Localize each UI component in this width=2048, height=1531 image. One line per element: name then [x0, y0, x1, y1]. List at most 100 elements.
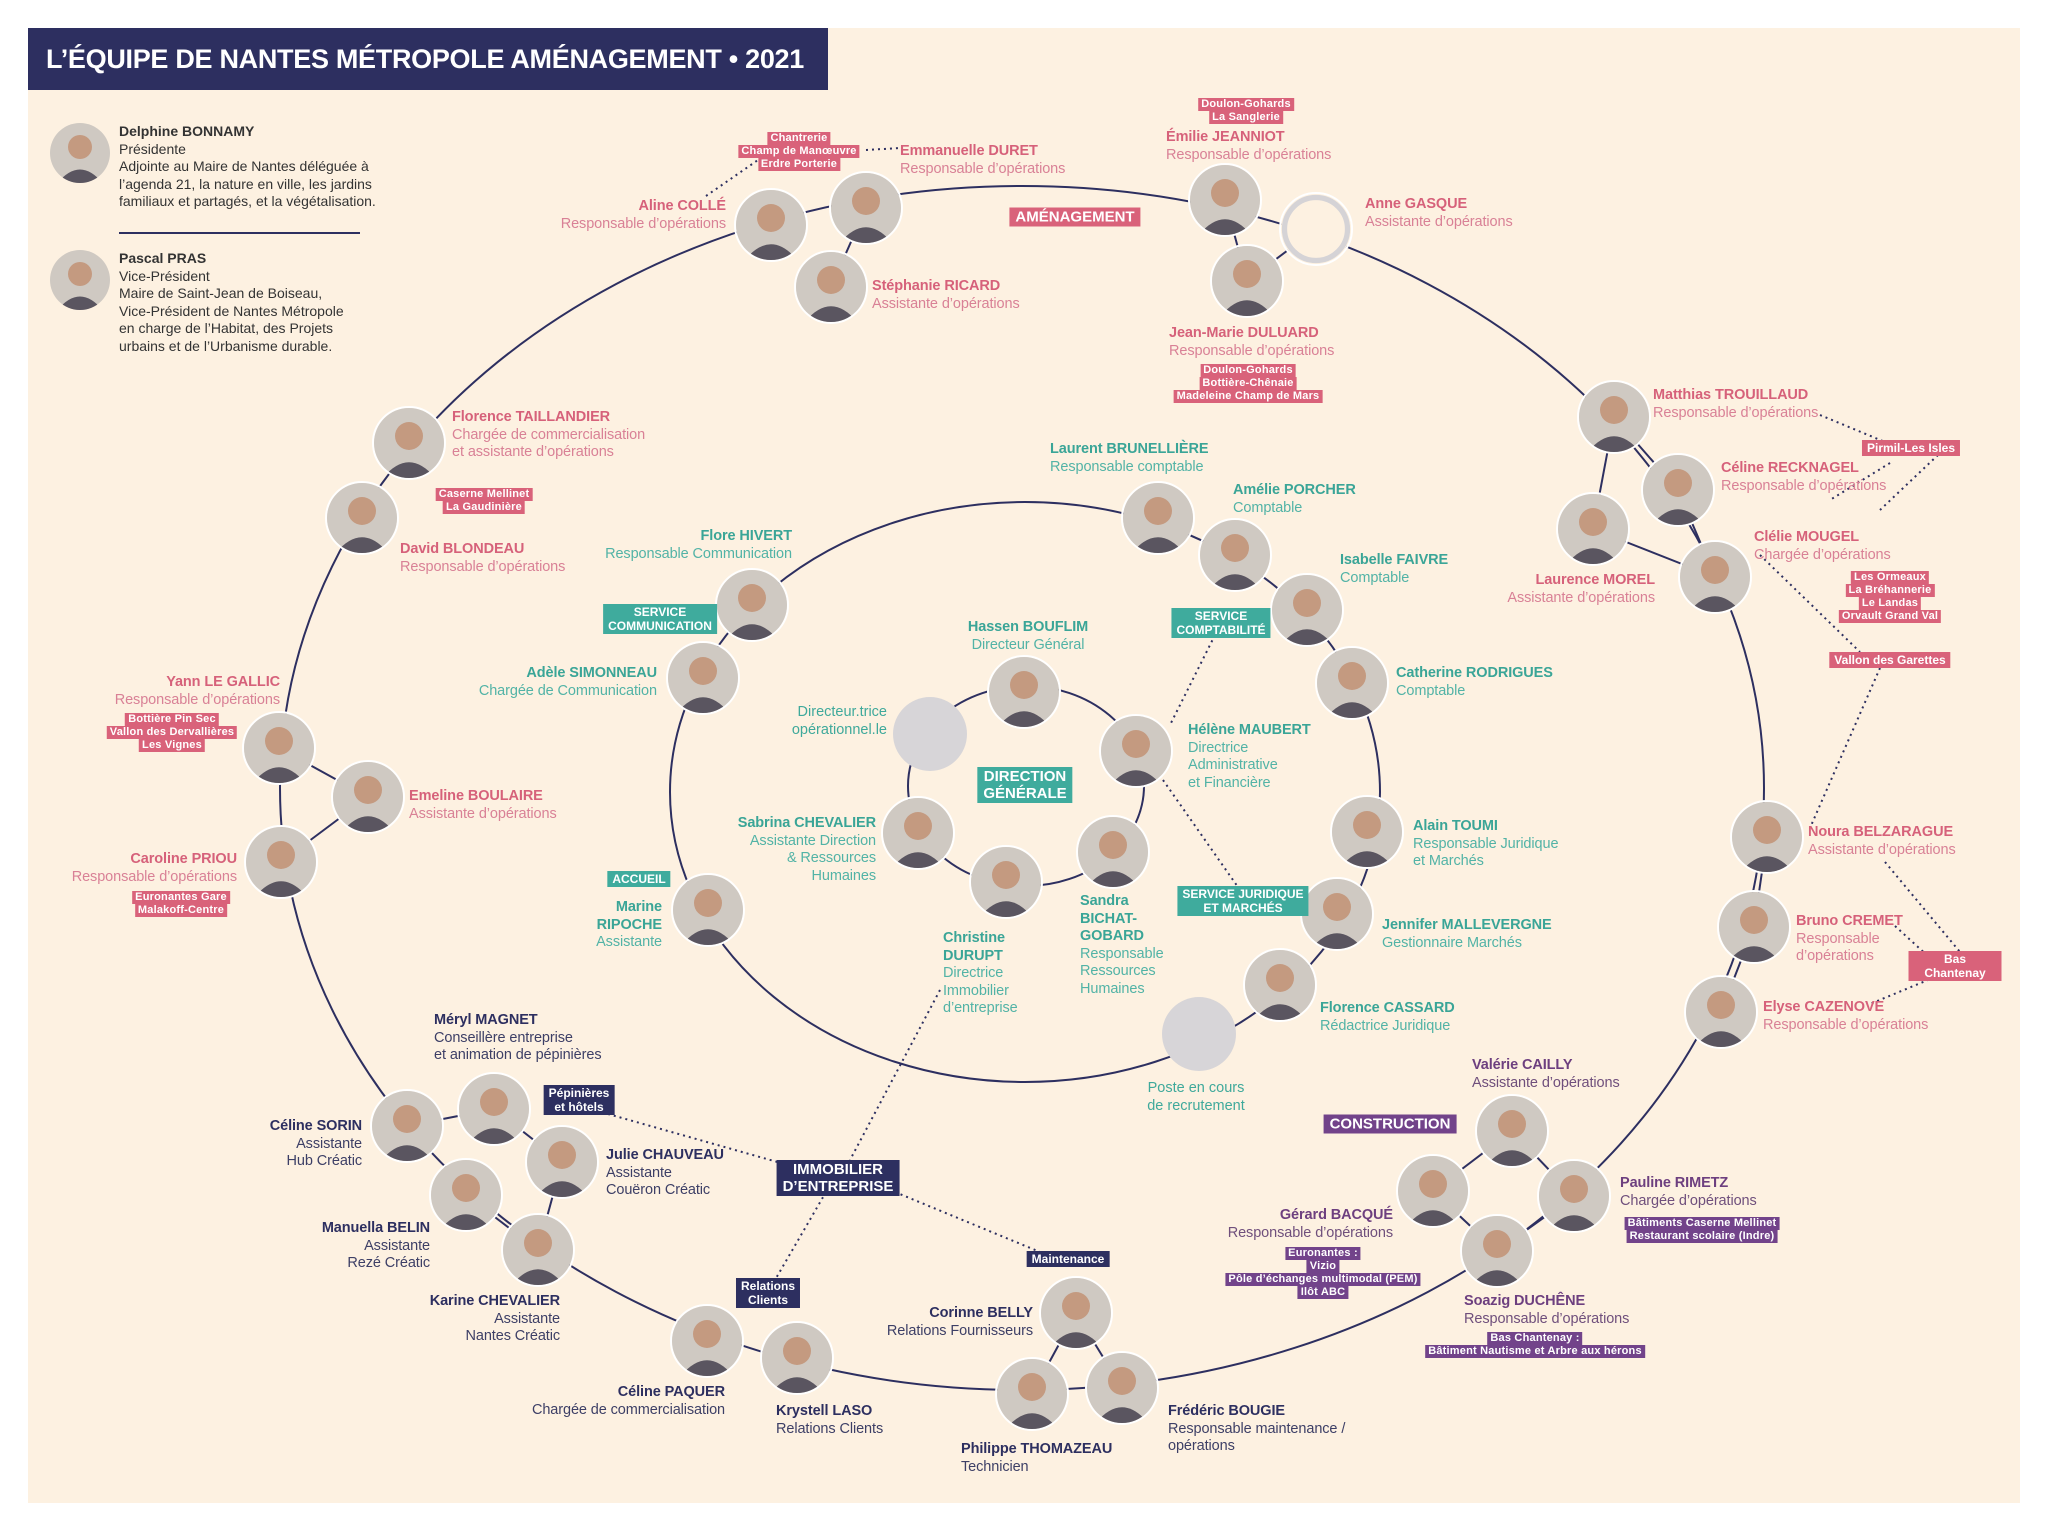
- person-name: Florence TAILLANDIER: [452, 409, 611, 425]
- person-role: Assistante d’opérations: [1365, 213, 1513, 230]
- person-photo-icon: [1190, 165, 1260, 235]
- person-role: et Financière: [1188, 774, 1271, 791]
- board-line: l’agenda 21, la nature en ville, les jar…: [119, 175, 372, 192]
- person-role: Chargée d’opérations: [1620, 1192, 1757, 1209]
- photo-julie-chauveau: [525, 1125, 599, 1199]
- person-role: Assistante d’opérations: [872, 295, 1020, 312]
- group-label-service-communication: SERVICE COMMUNICATION: [603, 604, 717, 634]
- person-role: Humaines: [1080, 980, 1145, 997]
- person-role: Responsable d’opérations: [1721, 477, 1887, 494]
- person-name: Manuella BELIN: [321, 1220, 430, 1236]
- person-role: d’entreprise: [943, 1000, 1018, 1016]
- project-tag: Euronantes :: [1285, 1247, 1361, 1260]
- person-name: Krystell LASO: [776, 1403, 873, 1419]
- avatar: [50, 123, 110, 183]
- photo-matthias-trouillaud: [1577, 380, 1651, 454]
- photo-laurence-morel: [1556, 492, 1630, 566]
- group-label-service-comptabilite: SERVICE COMPTABILITÉ: [1171, 608, 1271, 638]
- person-name: Émilie JEANNIOT: [1166, 129, 1285, 145]
- board-role: Vice-Président: [119, 267, 210, 284]
- person-photo-icon: [717, 570, 787, 640]
- person-role: Assistante: [606, 1164, 672, 1181]
- person-photo-icon: [1101, 716, 1171, 786]
- person-role: Responsable d’opérations: [1169, 342, 1335, 359]
- person-name: Céline PAQUER: [617, 1384, 725, 1400]
- person-role: et animation de pépinières: [434, 1047, 602, 1063]
- person-name: Adèle SIMONNEAU: [526, 665, 657, 681]
- person-name: Aline COLLÉ: [638, 198, 726, 214]
- person-photo-icon: [1245, 950, 1315, 1020]
- person-role: Assistante: [296, 1135, 362, 1152]
- person-name: Isabelle FAIVRE: [1340, 552, 1449, 568]
- person-name: Flore HIVERT: [700, 528, 793, 544]
- vacant-position-label: Directeur.trice opérationnel.le: [791, 704, 887, 738]
- person-role: Responsable d’opérations: [1166, 146, 1332, 163]
- person-role: Rédactrice Juridique: [1320, 1017, 1451, 1034]
- photo-alain-toumi: [1330, 795, 1404, 869]
- person-photo-icon: [1332, 797, 1402, 867]
- person-name: Noura BELZARAGUE: [1808, 824, 1954, 840]
- person-photo-icon: [831, 173, 901, 243]
- person-role: Assistante: [364, 1237, 430, 1254]
- project-tag: Chantrerie: [767, 132, 831, 145]
- person-photo-icon: [668, 643, 738, 713]
- project-tag: Madeleine Champ de Mars: [1173, 390, 1323, 403]
- project-tag: Le Landas: [1858, 597, 1922, 610]
- photo-emilie-jeanniot: [1188, 163, 1262, 237]
- person-role: Responsable comptable: [1050, 458, 1204, 475]
- board-name: Pascal PRAS: [119, 250, 207, 266]
- project-tag: Les Vignes: [139, 739, 205, 752]
- person-role: Directeur Général: [971, 636, 1085, 653]
- person-name: Laurent BRUNELLIÈRE: [1050, 441, 1209, 457]
- person-role: et assistante d’opérations: [452, 444, 614, 460]
- person-role: Hub Créatic: [286, 1153, 363, 1169]
- group-label-pepinieres-et-hotels: Pépinières et hôtels: [543, 1085, 615, 1115]
- person-role: Assistante d’opérations: [1507, 589, 1655, 606]
- person-role: Assistante Direction: [749, 832, 876, 849]
- person-photo-icon: [244, 713, 314, 783]
- photo-valerie-cailly: [1475, 1094, 1549, 1168]
- vacant-position-circle: [893, 697, 967, 771]
- person-photo-icon: [1317, 648, 1387, 718]
- person-role: Responsable Communication: [605, 545, 792, 562]
- person-photo-icon: [1462, 1216, 1532, 1286]
- project-tag: Champ de Manœuvre: [738, 145, 860, 158]
- photo-marine-ripoche: [671, 873, 745, 947]
- project-tag: Caserne Mellinet: [435, 488, 533, 501]
- person-name: Laurence MOREL: [1535, 572, 1656, 588]
- person-name: Marine RIPOCHE: [596, 899, 662, 933]
- project-tag: Bottière-Chênaie: [1199, 377, 1297, 390]
- person-role: Couëron Créatic: [606, 1182, 711, 1198]
- photo-celine-recknagel: [1641, 453, 1715, 527]
- person-role: Responsable: [1080, 945, 1164, 962]
- photo-bruno-cremet: [1717, 890, 1791, 964]
- person-role: Responsable d’opérations: [560, 215, 726, 232]
- person-photo-icon: [997, 1359, 1067, 1429]
- person-role: Comptable: [1340, 569, 1410, 586]
- photo-celine-sorin: [370, 1089, 444, 1163]
- person-photo-icon: [333, 762, 403, 832]
- person-photo-icon: [736, 190, 806, 260]
- person-role: Administrative: [1188, 757, 1278, 773]
- photo-adele-simonneau: [666, 641, 740, 715]
- person-photo-icon: [459, 1074, 529, 1144]
